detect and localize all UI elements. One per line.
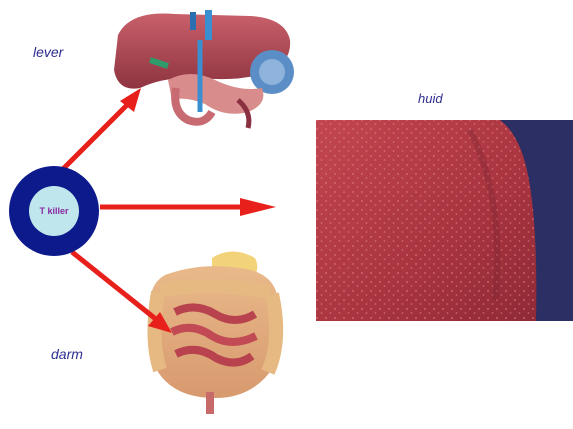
skin-illustration bbox=[316, 120, 573, 321]
arrow-to-liver bbox=[60, 100, 132, 172]
arrow-to-skin-head bbox=[240, 198, 276, 216]
gut-label: darm bbox=[51, 346, 83, 362]
arrow-to-gut bbox=[72, 252, 162, 324]
liver-illustration bbox=[114, 10, 294, 128]
intestine-illustration bbox=[149, 252, 281, 415]
liver-label: lever bbox=[33, 44, 63, 60]
t-killer-cell: T killer bbox=[9, 166, 99, 256]
t-killer-label: T killer bbox=[39, 206, 68, 216]
t-killer-cell-core: T killer bbox=[29, 186, 79, 236]
skin-label: huid bbox=[418, 91, 443, 106]
